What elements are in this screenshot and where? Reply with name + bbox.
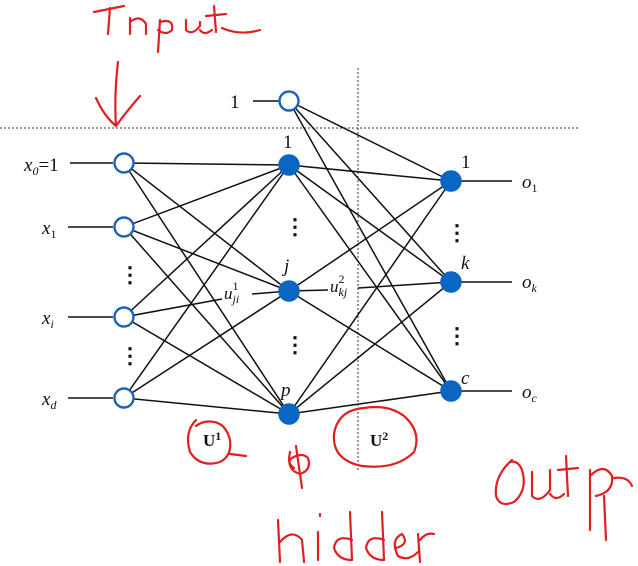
output-label-o1: o1 [522, 172, 538, 195]
input-node-x1 [113, 216, 135, 238]
handwriting-output-note [494, 454, 634, 542]
input-label-x1: x1 [41, 218, 56, 241]
output-node-label-c: c [461, 368, 470, 389]
input-hidden-edges [123, 162, 290, 415]
input-label-xi: xi [41, 308, 54, 331]
hidden-node-1 [278, 154, 300, 176]
matrix-label-U2: U2 [370, 429, 388, 450]
handwriting-input-note [92, 4, 262, 54]
hidden-node-bias [278, 90, 300, 112]
svg-text:⋮: ⋮ [446, 323, 468, 348]
output-node-c [440, 380, 462, 402]
input-node-xi [113, 306, 135, 328]
input-label-bias: x0=1 [23, 155, 59, 178]
handwriting-circle-U2 [332, 405, 418, 468]
output-node-label-k: k [461, 253, 470, 274]
handwriting-phi-symbol [288, 444, 311, 490]
output-node-label-1: 1 [461, 152, 471, 173]
ellipsis-dots: ⋮ ⋮ ⋮ ⋮ ⋮ ⋮ [119, 214, 468, 368]
svg-text:⋮: ⋮ [446, 220, 468, 245]
input-lead-lines [68, 100, 279, 399]
hidden-label-p: p [279, 380, 291, 401]
output-label-oc: oc [522, 382, 538, 405]
hidden-label-1: 1 [283, 132, 293, 153]
output-node-k [440, 271, 462, 293]
input-layer-nodes [113, 152, 135, 409]
handwriting-circle-U1 [186, 418, 248, 465]
output-node-1 [440, 170, 462, 192]
svg-text:⋮: ⋮ [284, 214, 306, 239]
hidden-label-j: j [281, 256, 289, 277]
hidden-layer-nodes [278, 90, 300, 425]
output-layer-nodes [440, 170, 462, 402]
input-node-bias [113, 152, 135, 174]
svg-text:⋮: ⋮ [119, 262, 141, 287]
matrix-label-U1: U1 [203, 429, 221, 450]
hidden-node-j [278, 280, 300, 302]
handwriting-hidden-note [276, 510, 436, 564]
hidden-bias-value: 1 [230, 92, 240, 113]
output-label-ok: ok [522, 272, 538, 295]
hidden-node-p [278, 403, 300, 425]
input-node-xd [113, 387, 135, 409]
svg-text:⋮: ⋮ [119, 343, 141, 368]
handwriting-input-arrow [94, 60, 142, 128]
input-label-xd: xd [41, 389, 57, 412]
svg-text:⋮: ⋮ [284, 332, 306, 357]
hidden-output-edges [288, 100, 452, 415]
